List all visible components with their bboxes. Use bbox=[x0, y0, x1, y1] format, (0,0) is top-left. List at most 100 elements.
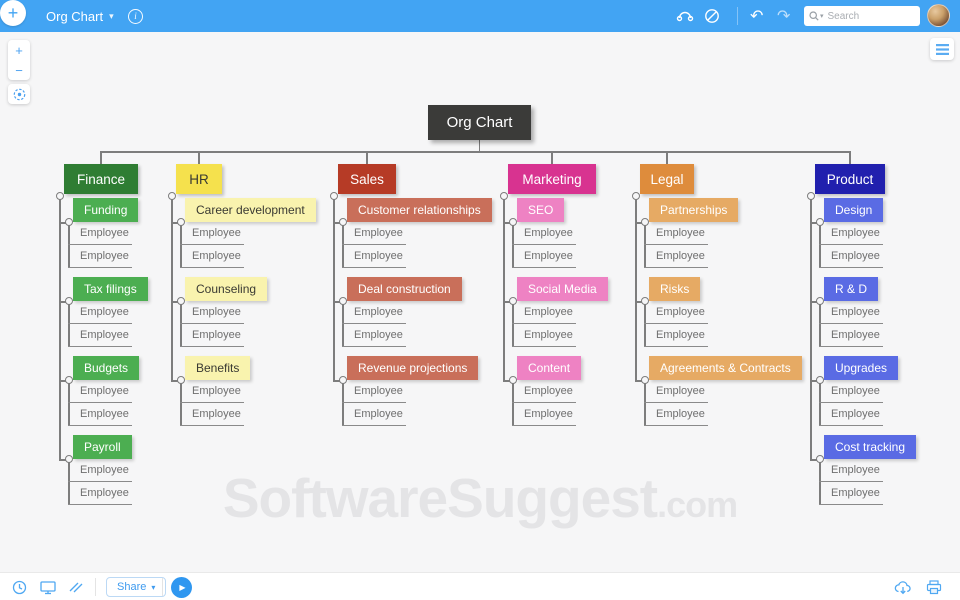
connector-junction bbox=[176, 218, 185, 226]
connector-line bbox=[551, 151, 553, 164]
org-node-career-development[interactable]: Career development bbox=[185, 198, 316, 222]
org-node-employee[interactable]: Employee bbox=[819, 222, 883, 245]
search-box[interactable]: ▾ bbox=[804, 6, 920, 26]
org-node-employee[interactable]: Employee bbox=[819, 324, 883, 347]
connector-line bbox=[180, 380, 182, 426]
org-node-employee[interactable]: Employee bbox=[819, 459, 883, 482]
org-node-employee[interactable]: Employee bbox=[342, 380, 406, 403]
collaborate-button[interactable] bbox=[676, 0, 694, 32]
org-node-employee[interactable]: Employee bbox=[512, 380, 576, 403]
org-node-employee[interactable]: Employee bbox=[68, 301, 132, 324]
org-node-r-d[interactable]: R & D bbox=[824, 277, 879, 301]
org-node-employee[interactable]: Employee bbox=[68, 403, 132, 426]
restrict-button[interactable] bbox=[704, 0, 720, 32]
org-node-tax-filings[interactable]: Tax filings bbox=[73, 277, 148, 301]
history-button[interactable] bbox=[12, 573, 27, 600]
org-node-employee[interactable]: Employee bbox=[819, 301, 883, 324]
org-node-finance[interactable]: Finance bbox=[64, 164, 138, 194]
org-node-employee[interactable]: Employee bbox=[68, 324, 132, 347]
org-node-social-media[interactable]: Social Media bbox=[517, 277, 608, 301]
search-input[interactable] bbox=[827, 10, 898, 22]
org-node-employee[interactable]: Employee bbox=[644, 245, 708, 268]
org-node-employee[interactable]: Employee bbox=[512, 403, 576, 426]
org-node-employee[interactable]: Employee bbox=[342, 403, 406, 426]
org-node-agreements-contracts[interactable]: Agreements & Contracts bbox=[649, 356, 802, 380]
org-node-hr[interactable]: HR bbox=[176, 164, 222, 194]
org-node-employee[interactable]: Employee bbox=[819, 482, 883, 505]
org-node-employee[interactable]: Employee bbox=[180, 403, 244, 426]
connector-junction bbox=[815, 218, 824, 226]
org-node-employee[interactable]: Employee bbox=[644, 403, 708, 426]
connector-line bbox=[819, 222, 821, 268]
org-node-content[interactable]: Content bbox=[517, 356, 582, 380]
avatar[interactable] bbox=[927, 4, 950, 27]
org-node-employee[interactable]: Employee bbox=[180, 245, 244, 268]
org-node-budgets[interactable]: Budgets bbox=[73, 356, 140, 380]
org-node-employee[interactable]: Employee bbox=[68, 245, 132, 268]
zoom-in-button[interactable]: + bbox=[8, 40, 30, 60]
org-node-employee[interactable]: Employee bbox=[342, 245, 406, 268]
info-button[interactable]: i bbox=[128, 0, 143, 32]
connector-line bbox=[666, 151, 668, 164]
org-node-employee[interactable]: Employee bbox=[819, 245, 883, 268]
print-button[interactable] bbox=[926, 573, 942, 600]
org-node-employee[interactable]: Employee bbox=[512, 222, 576, 245]
org-node-benefits[interactable]: Benefits bbox=[185, 356, 251, 380]
org-node-employee[interactable]: Employee bbox=[180, 380, 244, 403]
org-node-employee[interactable]: Employee bbox=[644, 301, 708, 324]
org-node-deal-construction[interactable]: Deal construction bbox=[347, 277, 462, 301]
connector-line bbox=[68, 301, 70, 347]
org-node-employee[interactable]: Employee bbox=[68, 459, 132, 482]
org-node-employee[interactable]: Employee bbox=[68, 380, 132, 403]
org-node-cost-tracking[interactable]: Cost tracking bbox=[824, 435, 917, 459]
connector-line bbox=[503, 380, 513, 382]
org-node-employee[interactable]: Employee bbox=[512, 245, 576, 268]
pen-button[interactable] bbox=[68, 573, 84, 600]
add-shape-button[interactable]: + bbox=[0, 0, 26, 26]
org-node-employee[interactable]: Employee bbox=[180, 301, 244, 324]
org-node-employee[interactable]: Employee bbox=[342, 222, 406, 245]
back-button[interactable]: ‹ bbox=[10, 0, 34, 32]
org-node-sales[interactable]: Sales bbox=[338, 164, 396, 194]
org-node-revenue-projections[interactable]: Revenue projections bbox=[347, 356, 479, 380]
org-node-employee[interactable]: Employee bbox=[512, 324, 576, 347]
org-node-employee[interactable]: Employee bbox=[644, 222, 708, 245]
org-node-seo[interactable]: SEO bbox=[517, 198, 565, 222]
org-node-customer-relationships[interactable]: Customer relationships bbox=[347, 198, 492, 222]
zoom-to-fit-button[interactable] bbox=[8, 84, 30, 104]
org-node-design[interactable]: Design bbox=[824, 198, 884, 222]
org-node-employee[interactable]: Employee bbox=[644, 324, 708, 347]
org-node-employee[interactable]: Employee bbox=[342, 324, 406, 347]
present-button[interactable] bbox=[40, 573, 56, 600]
org-node-root[interactable]: Org Chart bbox=[428, 105, 531, 140]
org-node-employee[interactable]: Employee bbox=[68, 222, 132, 245]
org-node-employee[interactable]: Employee bbox=[180, 222, 244, 245]
download-button[interactable] bbox=[894, 573, 912, 600]
org-node-employee[interactable]: Employee bbox=[644, 380, 708, 403]
org-node-risks[interactable]: Risks bbox=[649, 277, 701, 301]
org-node-employee[interactable]: Employee bbox=[819, 380, 883, 403]
panel-menu-button[interactable] bbox=[930, 38, 954, 60]
connector-junction bbox=[640, 297, 649, 305]
org-node-employee[interactable]: Employee bbox=[180, 324, 244, 347]
org-node-upgrades[interactable]: Upgrades bbox=[824, 356, 899, 380]
org-node-employee[interactable]: Employee bbox=[512, 301, 576, 324]
org-node-employee[interactable]: Employee bbox=[68, 482, 132, 505]
org-node-payroll[interactable]: Payroll bbox=[73, 435, 132, 459]
connector-junction bbox=[64, 376, 73, 384]
undo-button[interactable]: ↶ bbox=[750, 0, 763, 32]
org-node-employee[interactable]: Employee bbox=[342, 301, 406, 324]
zoom-out-button[interactable]: − bbox=[8, 60, 30, 80]
org-node-marketing[interactable]: Marketing bbox=[508, 164, 596, 194]
org-node-legal[interactable]: Legal bbox=[640, 164, 694, 194]
org-node-partnerships[interactable]: Partnerships bbox=[649, 198, 739, 222]
org-node-counseling[interactable]: Counseling bbox=[185, 277, 268, 301]
org-node-product[interactable]: Product bbox=[815, 164, 885, 194]
play-button[interactable]: ▶ bbox=[171, 577, 192, 598]
org-node-employee[interactable]: Employee bbox=[819, 403, 883, 426]
redo-button[interactable]: ↷ bbox=[777, 0, 790, 32]
share-button[interactable]: Share ▾ bbox=[106, 577, 167, 597]
org-node-funding[interactable]: Funding bbox=[73, 198, 139, 222]
document-title-menu[interactable]: Org Chart ▾ bbox=[46, 0, 114, 32]
